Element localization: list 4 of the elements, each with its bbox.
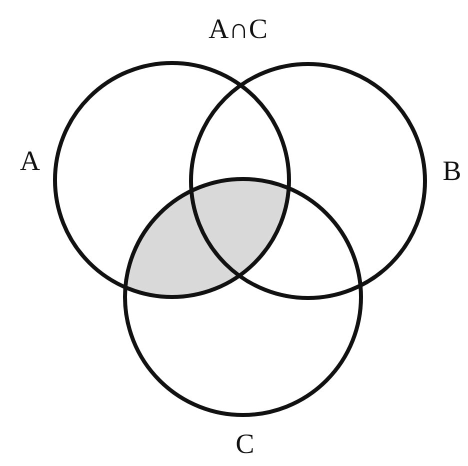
set-label: A∩C [208,15,268,45]
set-label: C [236,430,254,460]
set-label: A [20,147,40,177]
set-label: B [442,157,462,187]
